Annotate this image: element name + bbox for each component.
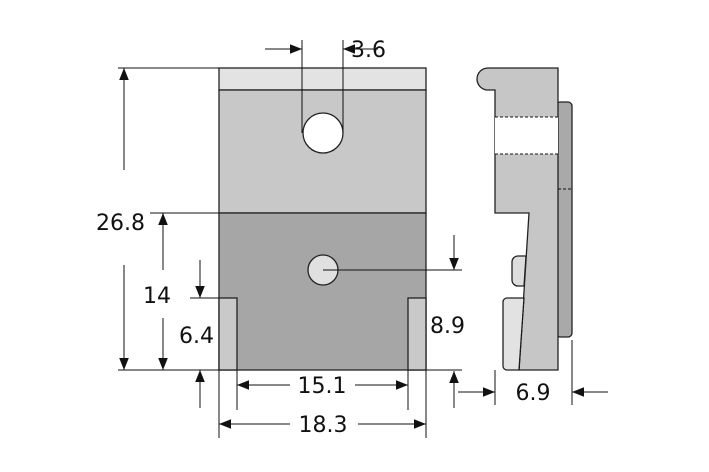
dim-hole-height: 8.9 bbox=[430, 314, 465, 339]
dim-overall-height: 26.8 bbox=[96, 211, 145, 236]
right-leg bbox=[407, 297, 427, 371]
mounting-hole bbox=[302, 112, 344, 154]
lower-body bbox=[218, 212, 427, 371]
top-band bbox=[218, 67, 427, 91]
side-slot bbox=[495, 117, 558, 154]
dimension-lines bbox=[118, 40, 608, 438]
dim-upper-to-bottom: 14 bbox=[143, 284, 171, 309]
left-leg bbox=[218, 297, 238, 371]
dim-leg-height: 6.4 bbox=[179, 324, 214, 349]
dim-overall-width: 18.3 bbox=[299, 413, 348, 438]
side-view bbox=[476, 67, 573, 371]
side-pad bbox=[502, 297, 525, 371]
side-nub bbox=[511, 255, 527, 287]
dim-inner-width: 15.1 bbox=[298, 374, 347, 399]
dim-slot-width: 3.6 bbox=[351, 38, 386, 63]
dim-depth: 6.9 bbox=[516, 381, 551, 406]
front-view bbox=[218, 67, 427, 371]
